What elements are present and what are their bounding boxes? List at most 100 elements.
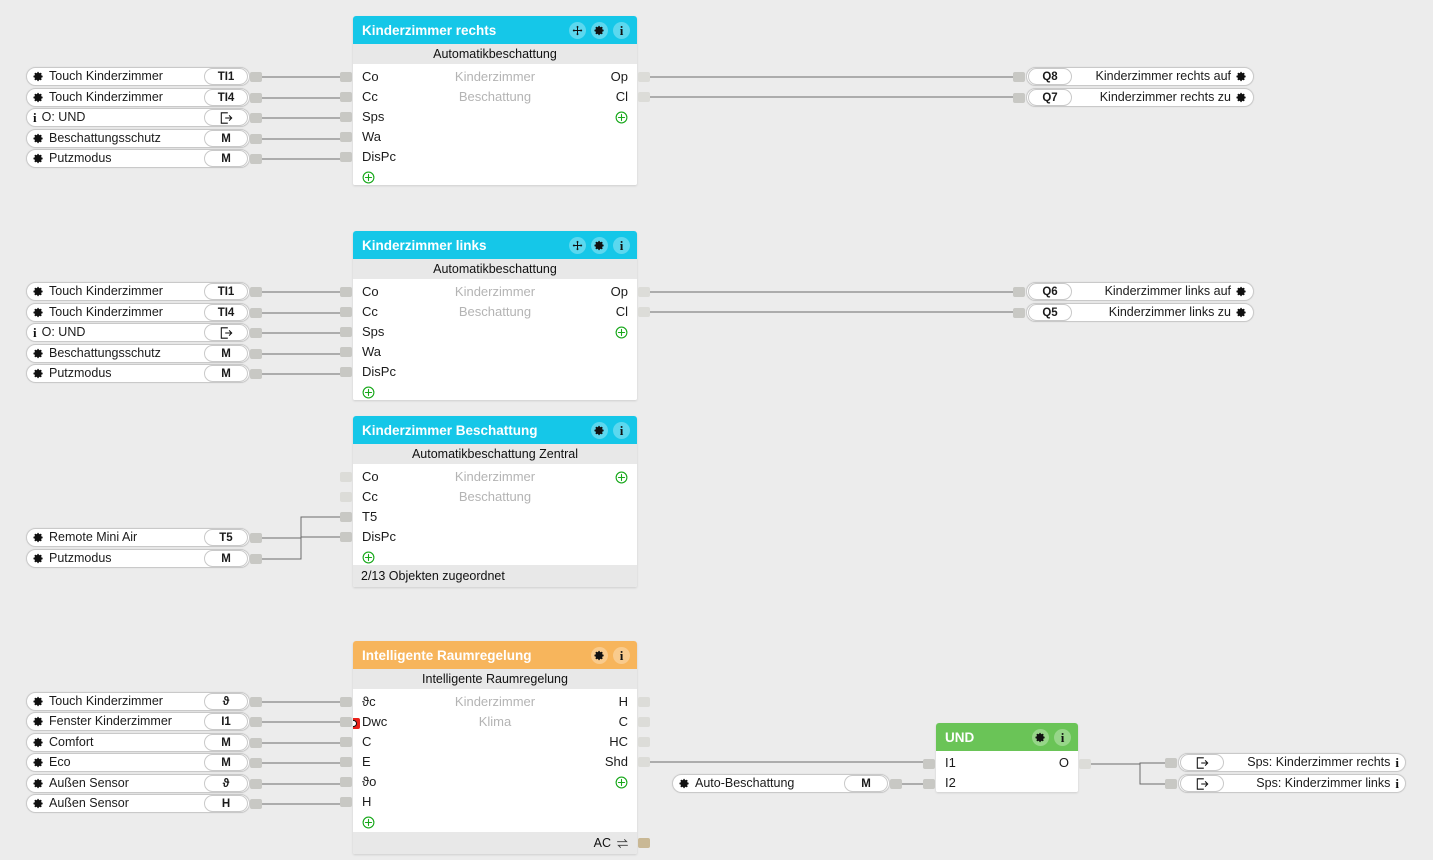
- block-input-pin[interactable]: Co: [362, 69, 379, 84]
- block-input-pin[interactable]: Co: [362, 284, 379, 299]
- block-input-pin[interactable]: C: [362, 734, 372, 749]
- node-connector-cap[interactable]: M: [204, 734, 248, 751]
- plus-icon[interactable]: [362, 386, 375, 399]
- block-input-pin[interactable]: DisPc: [362, 149, 396, 164]
- block-input-pin[interactable]: Cc: [362, 304, 378, 319]
- node-out-stub-in-4[interactable]: [250, 134, 262, 144]
- info-icon-button[interactable]: i: [613, 21, 630, 39]
- node-out-stub-in-19[interactable]: [890, 779, 902, 789]
- node-connector-cap[interactable]: Q8: [1028, 68, 1072, 85]
- gear-icon-button[interactable]: [591, 236, 608, 254]
- gear-icon-button[interactable]: [1032, 728, 1049, 746]
- plus-icon[interactable]: [615, 326, 628, 339]
- node-in-stub-out-6[interactable]: [1165, 779, 1177, 789]
- block-output-pin[interactable]: Shd: [604, 754, 628, 769]
- node-out-stub-in-11[interactable]: [250, 533, 262, 543]
- block-output-stub[interactable]: [638, 92, 650, 102]
- add-input-button[interactable]: [362, 551, 375, 564]
- block-input-pin[interactable]: Wa: [362, 344, 382, 359]
- block-input-stub[interactable]: [340, 367, 352, 377]
- node-out-stub-in-13[interactable]: [250, 697, 262, 707]
- block-input-pin[interactable]: Sps: [362, 324, 385, 339]
- block-output-stub[interactable]: [638, 697, 650, 707]
- add-input-button[interactable]: [362, 386, 375, 399]
- add-output-button[interactable]: [615, 471, 628, 484]
- node-out-stub-in-5[interactable]: [250, 154, 262, 164]
- node-connector-cap[interactable]: [1180, 775, 1224, 792]
- plus-icon[interactable]: [615, 776, 628, 789]
- node-in-stub-out-4[interactable]: [1013, 308, 1025, 318]
- block-input-pin[interactable]: E: [362, 754, 371, 769]
- node-connector-cap[interactable]: [1180, 754, 1224, 771]
- block-output-pin[interactable]: HC: [609, 734, 628, 749]
- inverted-input-marker[interactable]: [353, 718, 360, 729]
- block-output-stub[interactable]: [638, 717, 650, 727]
- node-out-stub-in-17[interactable]: [250, 779, 262, 789]
- node-connector-cap[interactable]: TI4: [204, 304, 248, 321]
- move-icon-button[interactable]: [569, 236, 586, 254]
- block-input-stub[interactable]: [340, 492, 352, 502]
- block-input-stub[interactable]: [340, 737, 352, 747]
- block-input-stub[interactable]: [340, 717, 352, 727]
- move-icon-button[interactable]: [569, 21, 586, 39]
- block-input-stub[interactable]: [340, 757, 352, 767]
- info-icon-button[interactable]: i: [1054, 728, 1071, 746]
- block-input-pin[interactable]: Cc: [362, 489, 378, 504]
- block-input-pin[interactable]: I2: [945, 775, 956, 790]
- block-output-stub[interactable]: [638, 737, 650, 747]
- block-output-pin[interactable]: Cl: [615, 89, 628, 104]
- plus-icon[interactable]: [362, 816, 375, 829]
- node-connector-cap[interactable]: TI1: [204, 283, 248, 300]
- block-output-stub[interactable]: [638, 307, 650, 317]
- node-connector-cap[interactable]: H: [204, 795, 248, 812]
- plus-icon[interactable]: [362, 171, 375, 184]
- block-input-stub[interactable]: [340, 347, 352, 357]
- node-connector-cap[interactable]: [204, 109, 248, 126]
- block-output-pin[interactable]: O: [1058, 755, 1069, 770]
- plus-icon[interactable]: [362, 551, 375, 564]
- add-input-button[interactable]: [362, 171, 375, 184]
- node-connector-cap[interactable]: ϑ: [204, 775, 248, 792]
- node-connector-cap[interactable]: Q7: [1028, 89, 1072, 106]
- block-input-stub[interactable]: [340, 112, 352, 122]
- block-input-stub[interactable]: [923, 779, 935, 789]
- block-input-stub[interactable]: [340, 532, 352, 542]
- block-output-pin[interactable]: Op: [610, 284, 628, 299]
- block-input-pin[interactable]: Sps: [362, 109, 385, 124]
- node-out-stub-in-2[interactable]: [250, 93, 262, 103]
- node-out-stub-in-8[interactable]: [250, 328, 262, 338]
- node-connector-cap[interactable]: M: [204, 345, 248, 362]
- block-output-pin[interactable]: Op: [610, 69, 628, 84]
- node-connector-cap[interactable]: TI1: [204, 68, 248, 85]
- block-ac-stub[interactable]: [638, 838, 650, 848]
- block-output-stub[interactable]: [1079, 759, 1091, 769]
- block-input-stub[interactable]: [340, 327, 352, 337]
- info-icon-button[interactable]: i: [613, 421, 630, 439]
- block-input-pin[interactable]: I1: [945, 755, 956, 770]
- block-input-stub[interactable]: [340, 512, 352, 522]
- block-input-stub[interactable]: [340, 132, 352, 142]
- node-connector-cap[interactable]: M: [204, 550, 248, 567]
- node-connector-cap[interactable]: [204, 324, 248, 341]
- block-input-pin[interactable]: H: [362, 794, 372, 809]
- add-output-button[interactable]: [615, 776, 628, 789]
- node-in-stub-out-5[interactable]: [1165, 758, 1177, 768]
